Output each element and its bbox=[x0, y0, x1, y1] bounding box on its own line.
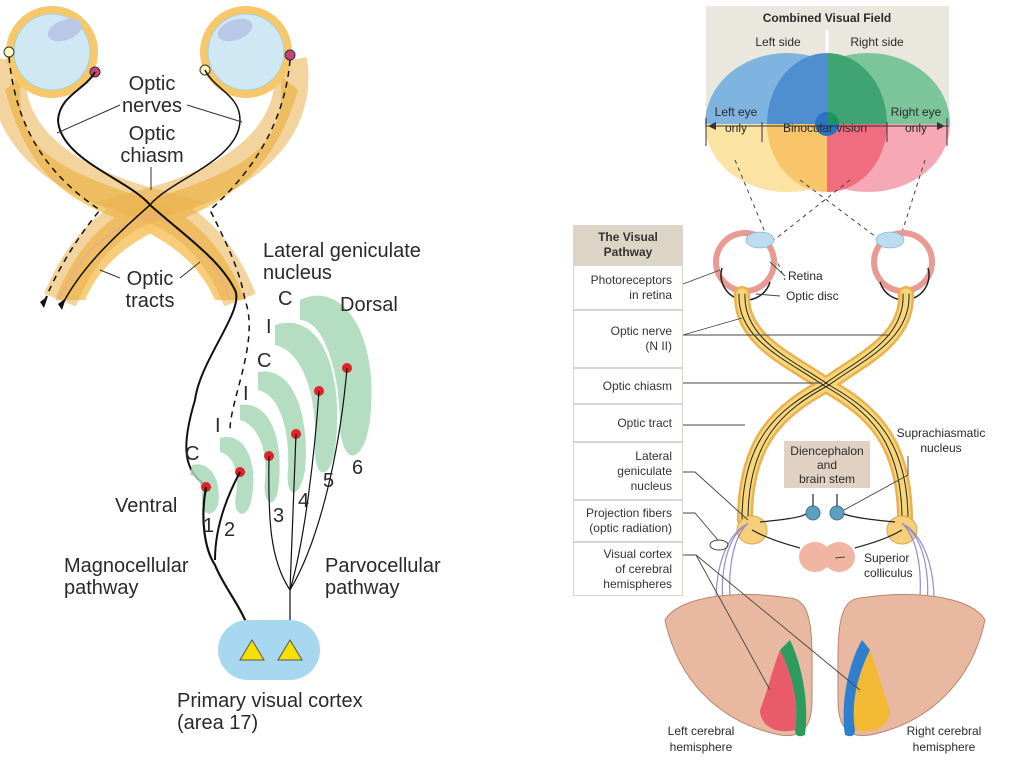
right-diagram: Combined Visual Field Left side Right si… bbox=[664, 6, 986, 754]
layer-number: 4 bbox=[298, 490, 309, 512]
row-text: nucleus bbox=[630, 478, 672, 493]
table-header-line: Pathway bbox=[603, 245, 653, 259]
dorsal-label: Dorsal bbox=[340, 294, 398, 316]
right-eye bbox=[199, 6, 296, 98]
magnocellular-neuron-icon bbox=[239, 639, 265, 661]
parvocellular-neuron-icon bbox=[277, 639, 303, 661]
cortex-label: Primary visual cortex(area 17) bbox=[177, 690, 363, 734]
lgn-layers bbox=[190, 295, 372, 514]
table-row-lgn: Lateral geniculate nucleus bbox=[573, 442, 683, 500]
layer-number: 3 bbox=[273, 505, 284, 527]
retina-label: Retina bbox=[788, 269, 823, 283]
left-side-label: Left side bbox=[755, 35, 801, 49]
row-text: geniculate bbox=[617, 463, 672, 478]
right-panel-right-eye bbox=[871, 230, 935, 301]
crossing-fiber-right bbox=[61, 69, 241, 306]
table-row-optic-tract: Optic tract bbox=[573, 404, 683, 442]
layer-number: 2 bbox=[224, 519, 235, 541]
layer-marker: C bbox=[257, 350, 271, 372]
row-text: (optic radiation) bbox=[589, 521, 672, 535]
table-row-projection-fibers: Projection fibers (optic radiation) bbox=[573, 500, 683, 542]
suprachiasmatic-nucleus-right bbox=[829, 505, 845, 521]
row-text: Optic chiasm bbox=[602, 378, 672, 393]
diencephalon-box bbox=[784, 441, 870, 488]
row-text: Optic tract bbox=[617, 415, 672, 430]
layer-number: 5 bbox=[323, 470, 334, 492]
binocular-vision-label: Binocular vision bbox=[783, 121, 867, 135]
visual-field-title: Combined Visual Field bbox=[763, 11, 891, 25]
layer-number: 6 bbox=[352, 457, 363, 479]
right-side-label: Right side bbox=[850, 35, 904, 49]
ventral-label: Ventral bbox=[115, 495, 177, 517]
row-text: of cerebral bbox=[615, 561, 672, 576]
table-row-photoreceptors: Photoreceptors in retina bbox=[573, 265, 683, 310]
left-cerebral-hemisphere bbox=[664, 594, 813, 737]
row-text: Photoreceptors bbox=[590, 272, 672, 287]
optic-disc-label: Optic disc bbox=[786, 289, 839, 303]
row-text: Projection fibers bbox=[585, 506, 672, 520]
row-text: Visual cortex bbox=[603, 546, 672, 561]
layer-marker: C bbox=[185, 443, 199, 465]
superior-colliculus bbox=[799, 542, 855, 572]
row-text: hemispheres bbox=[603, 576, 672, 591]
layer-marker: I bbox=[215, 415, 221, 437]
table-row-optic-chiasm: Optic chiasm bbox=[573, 368, 683, 404]
table-row-optic-nerve: Optic nerve (N II) bbox=[573, 310, 683, 368]
row-text: in retina bbox=[629, 287, 672, 302]
row-text: (N II) bbox=[645, 339, 672, 353]
crossing-fiber-left bbox=[56, 71, 238, 486]
primary-visual-cortex-region bbox=[218, 620, 320, 680]
layer-marker: I bbox=[243, 383, 249, 405]
table-row-visual-cortex: Visual cortex of cerebral hemispheres bbox=[573, 542, 683, 596]
table-header-line: The Visual bbox=[598, 230, 658, 244]
layer-marker: I bbox=[266, 316, 272, 338]
suprachiasmatic-nucleus-left bbox=[805, 505, 821, 521]
layer-number: 1 bbox=[203, 515, 214, 537]
row-text: Optic nerve bbox=[610, 324, 672, 338]
right-cerebral-hemisphere bbox=[837, 594, 986, 737]
row-text: Lateral bbox=[635, 448, 672, 463]
table-header: The Visual Pathway bbox=[573, 225, 683, 265]
layer-marker: C bbox=[278, 288, 292, 310]
